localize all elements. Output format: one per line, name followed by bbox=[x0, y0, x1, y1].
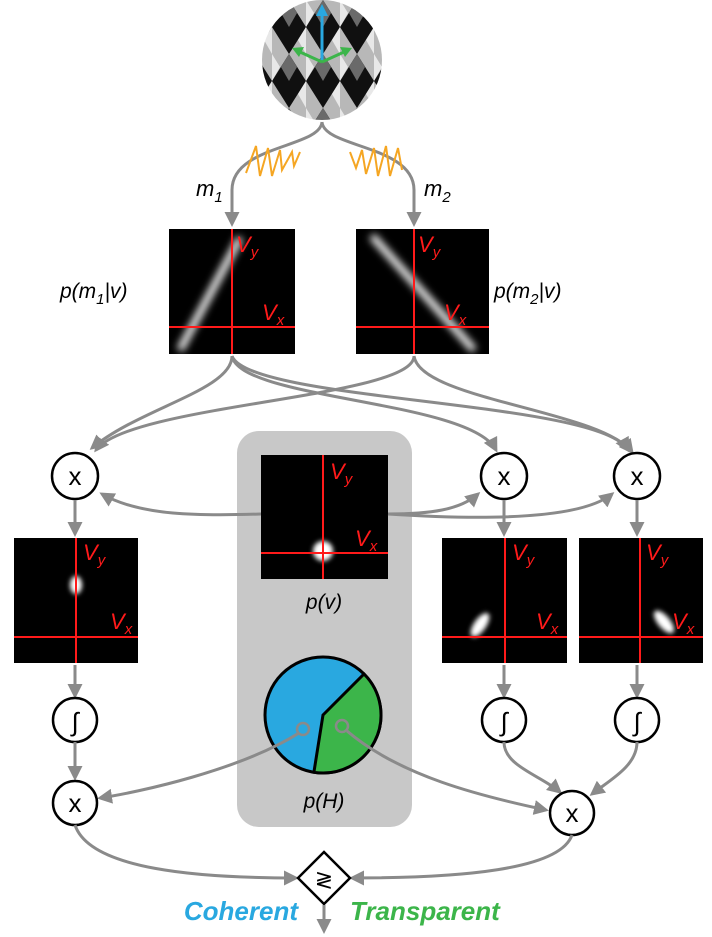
svg-text:Vx: Vx bbox=[536, 609, 559, 638]
svg-text:Vy: Vy bbox=[83, 540, 107, 569]
svg-text:x: x bbox=[498, 461, 511, 491]
m2-label: m2 bbox=[424, 176, 451, 206]
measurement-wire-1 bbox=[224, 121, 324, 227]
likelihood-m1-caption: p(m1|v) bbox=[59, 280, 127, 308]
noise-icon-2 bbox=[349, 145, 403, 177]
wire-pie-coherent-to-mult bbox=[97, 731, 300, 804]
prior-velocity-plot: Vy Vx bbox=[261, 455, 388, 579]
wire-prior-to-mult3 bbox=[387, 492, 615, 519]
posterior-coherent-plot: Vy Vx bbox=[14, 538, 138, 663]
svg-text:Vy: Vy bbox=[418, 232, 442, 261]
svg-text:Vy: Vy bbox=[236, 232, 260, 261]
likelihood-m2-caption: p(m2|v) bbox=[493, 280, 561, 308]
compare-node: ≷ bbox=[296, 850, 352, 906]
m1-label: m1 bbox=[196, 176, 223, 206]
wire-int3-to-mult bbox=[589, 741, 639, 796]
posterior-transparent-2-plot: Vy Vx bbox=[579, 538, 703, 663]
svg-text:∫: ∫ bbox=[631, 707, 642, 737]
integrate-node-1: ∫ bbox=[51, 696, 99, 744]
multiply-node-3: x bbox=[612, 451, 662, 501]
svg-text:Vx: Vx bbox=[262, 300, 285, 329]
wire-l2-to-mult1 bbox=[94, 355, 416, 453]
svg-text:Vy: Vy bbox=[512, 540, 536, 569]
svg-text:Vy: Vy bbox=[646, 540, 670, 569]
wire-l1-to-mult2 bbox=[230, 355, 498, 453]
svg-text:Vx: Vx bbox=[110, 609, 133, 638]
multiply-node-2: x bbox=[479, 451, 529, 501]
integrate-node-2: ∫ bbox=[480, 696, 528, 744]
svg-text:x: x bbox=[631, 461, 644, 491]
multiply-node-1: x bbox=[50, 451, 100, 501]
multiply-node-transparent: x bbox=[548, 789, 596, 837]
svg-text:Vx: Vx bbox=[672, 609, 695, 638]
prior-velocity-caption: p(v) bbox=[305, 591, 342, 614]
wire-prior-to-mult1 bbox=[99, 492, 262, 517]
plaid-stimulus bbox=[262, 0, 382, 120]
svg-text:x: x bbox=[69, 461, 82, 491]
wire-coherent-to-compare bbox=[73, 824, 299, 886]
transparent-label: Transparent bbox=[350, 896, 501, 926]
hypothesis-prior-pie bbox=[263, 655, 383, 775]
likelihood-m1-plot: Vy Vx bbox=[169, 229, 295, 354]
svg-text:Vy: Vy bbox=[330, 459, 354, 488]
hypothesis-prior-caption: p(H) bbox=[303, 790, 345, 813]
svg-text:Vx: Vx bbox=[444, 300, 467, 329]
svg-text:Vx: Vx bbox=[355, 526, 378, 555]
coherent-label: Coherent bbox=[184, 896, 299, 926]
svg-text:∫: ∫ bbox=[498, 707, 509, 737]
svg-text:x: x bbox=[69, 788, 82, 818]
multiply-node-coherent: x bbox=[51, 779, 99, 827]
likelihood-m2-plot: Vy Vx bbox=[356, 229, 489, 354]
svg-text:∫: ∫ bbox=[69, 707, 80, 737]
wire-l1-to-mult1 bbox=[89, 355, 234, 450]
integrate-node-3: ∫ bbox=[613, 696, 661, 744]
wire-pie-transparent-to-mult bbox=[346, 729, 549, 815]
svg-text:≷: ≷ bbox=[315, 867, 333, 892]
posterior-transparent-1-plot: Vy Vx bbox=[442, 538, 567, 663]
wire-l2-to-mult3 bbox=[412, 355, 634, 455]
wire-transparent-to-compare bbox=[349, 834, 574, 886]
svg-text:x: x bbox=[566, 798, 579, 828]
noise-icon-1 bbox=[245, 145, 301, 177]
measurement-wire-2 bbox=[320, 121, 422, 227]
wire-int2-to-mult bbox=[502, 741, 563, 794]
